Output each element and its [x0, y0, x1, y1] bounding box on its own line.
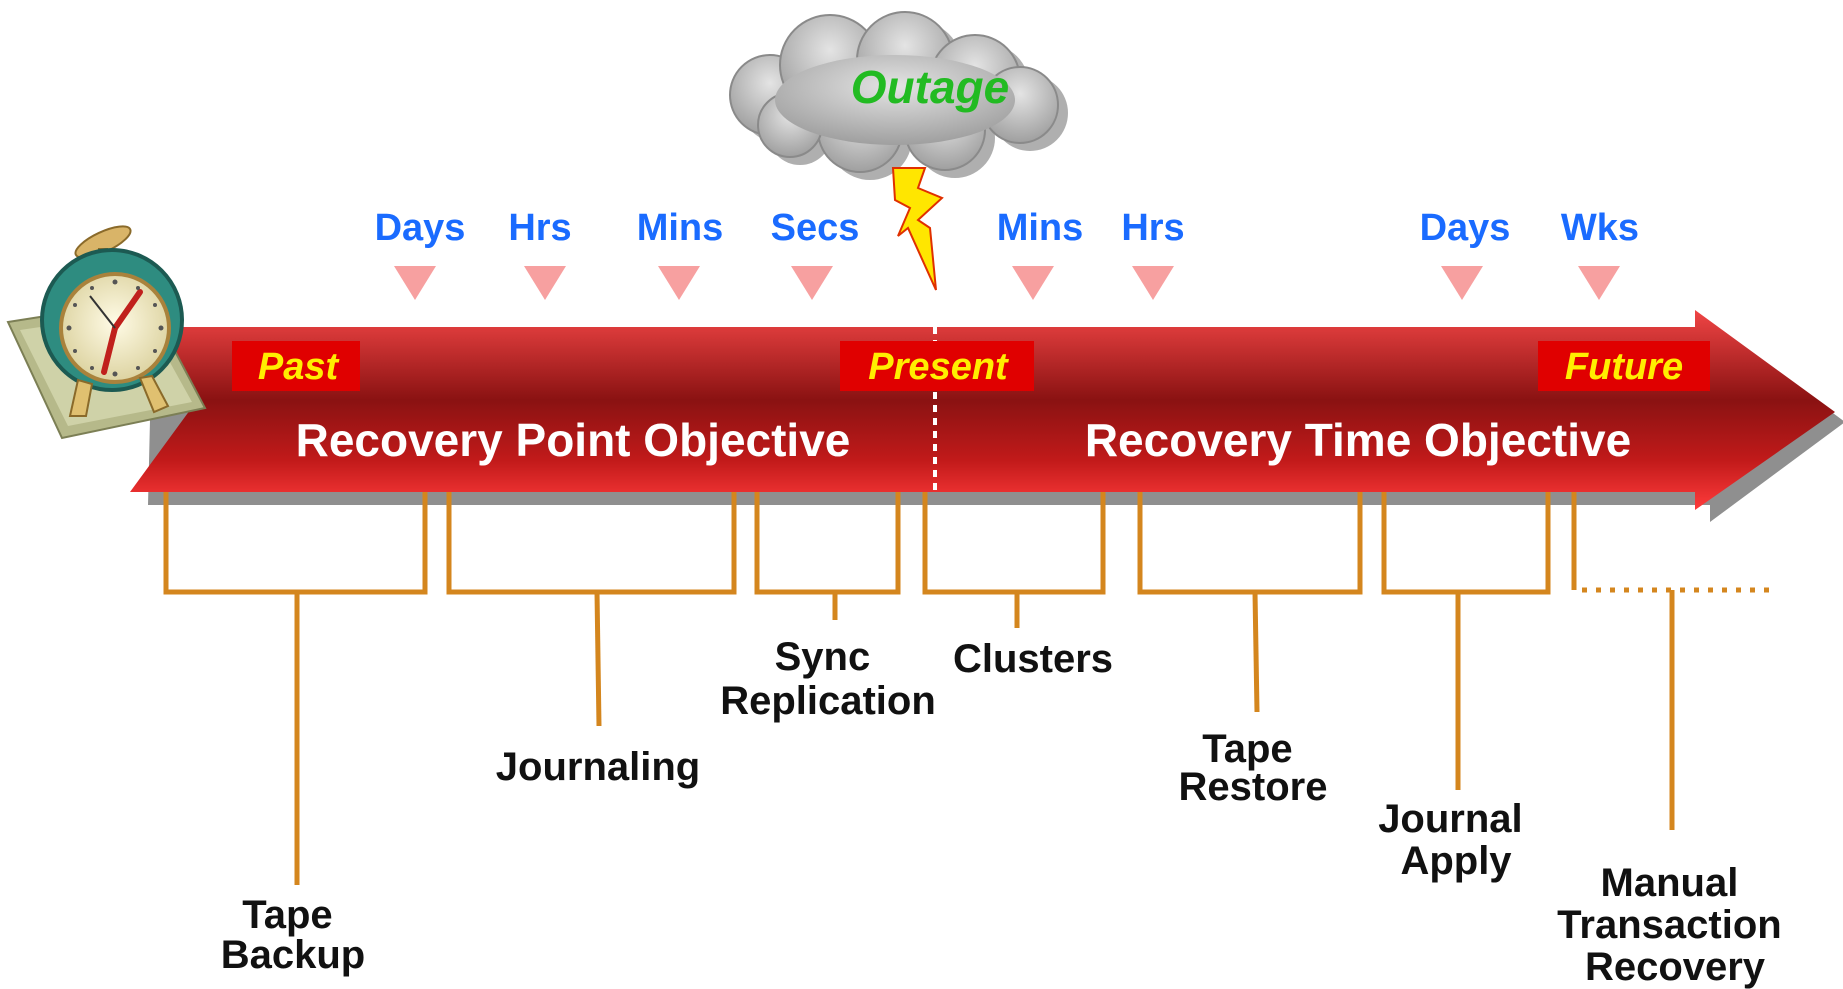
technique-labels: Tape Backup Journaling Sync Replication …	[221, 635, 1793, 989]
time-label-days-left: Days	[375, 207, 466, 249]
time-label-mins-left: Mins	[637, 207, 724, 249]
time-marker	[1441, 266, 1483, 300]
past-label: Past	[258, 346, 340, 388]
time-label-mins-right: Mins	[997, 207, 1084, 249]
bracket-clusters	[922, 492, 1106, 595]
bracket-journal-apply	[1381, 492, 1551, 595]
label-manual-transaction-recovery: Manual Transaction Recovery	[1557, 861, 1793, 989]
future-label: Future	[1565, 346, 1683, 388]
rpo-label: Recovery Point Objective	[296, 414, 851, 466]
time-scale-right: Mins Hrs Days Wks	[997, 207, 1639, 249]
present-label: Present	[868, 346, 1009, 388]
time-label-hrs-left: Hrs	[508, 207, 571, 249]
timeline-arrow	[130, 310, 1835, 510]
time-marker	[1578, 266, 1620, 300]
rto-label: Recovery Time Objective	[1085, 414, 1631, 466]
leader-journaling	[594, 591, 602, 727]
time-marker	[1132, 266, 1174, 300]
bracket-journaling	[446, 492, 737, 595]
time-label-hrs-right: Hrs	[1121, 207, 1184, 249]
leader-tape-restore	[1252, 591, 1260, 713]
alarm-clock-icon	[6, 225, 207, 440]
label-journal-apply: Journal Apply	[1378, 797, 1534, 883]
outage-label: Outage	[851, 61, 1009, 113]
present-tag	[840, 341, 1034, 391]
bracket-sync-replication	[754, 492, 901, 595]
time-label-days-right: Days	[1420, 207, 1511, 249]
technique-brackets	[163, 492, 1772, 885]
bracket-tape-restore	[1137, 492, 1363, 595]
past-tag	[232, 341, 360, 391]
time-marker	[524, 266, 566, 300]
label-tape-backup: Tape Backup	[221, 893, 366, 977]
label-tape-restore: Tape Restore	[1179, 727, 1328, 809]
label-clusters: Clusters	[953, 637, 1113, 681]
label-journaling: Journaling	[496, 745, 700, 789]
time-markers	[394, 266, 1620, 300]
time-marker	[1012, 266, 1054, 300]
time-marker	[394, 266, 436, 300]
lightning-bolt-icon	[891, 167, 944, 291]
future-tag	[1538, 341, 1710, 391]
time-marker	[791, 266, 833, 300]
time-scale-left: Days Hrs Mins Secs	[375, 207, 860, 249]
time-label-wks: Wks	[1561, 207, 1639, 249]
time-marker	[658, 266, 700, 300]
label-sync-replication: Sync Replication	[720, 635, 936, 723]
bracket-tape-backup	[163, 492, 428, 595]
time-label-secs: Secs	[771, 207, 860, 249]
outage-cloud	[729, 11, 1068, 180]
